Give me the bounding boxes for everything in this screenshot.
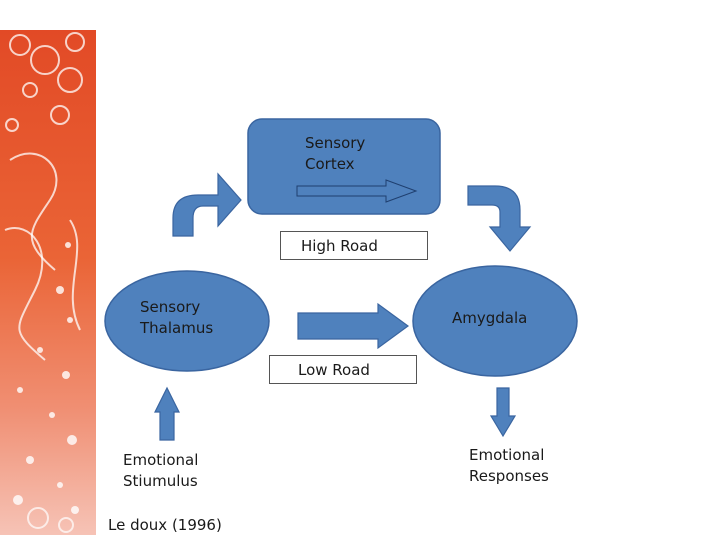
low-road-arrow-icon [297,302,410,350]
sensory-thalamus-label-line-1: Sensory [140,298,201,316]
stimulus-up-arrow-icon [154,386,180,441]
sensory-thalamus-label: Sensory Thalamus [140,297,213,339]
emotional-stimulus-label: Emotional Stiumulus [123,450,198,492]
sensory-thalamus-node [104,270,270,372]
amygdala-label: Amygdala [452,309,528,327]
curved-up-right-arrow-icon [172,172,242,237]
high-road-label: High Road [280,231,428,260]
emotional-responses-label-line-2: Responses [469,467,549,485]
low-road-label: Low Road [269,355,417,384]
emotional-stimulus-label-line-1: Emotional [123,451,199,469]
sensory-cortex-label-line-1: Sensory [305,134,366,152]
emotional-stimulus-label-line-2: Stiumulus [123,472,198,490]
amygdala-node [412,265,578,377]
sensory-cortex-label: Sensory Cortex [305,133,365,175]
cortex-right-arrow-icon [296,179,418,203]
emotional-responses-label-line-1: Emotional [469,446,545,464]
decorative-floral-banner [0,30,96,535]
emotional-responses-label: Emotional Responses [469,445,549,487]
curved-right-down-arrow-icon [467,185,532,252]
citation: Le doux (1996) [108,516,222,534]
sensory-cortex-label-line-2: Cortex [305,155,355,173]
sensory-thalamus-label-line-2: Thalamus [140,319,214,337]
responses-down-arrow-icon [489,387,517,438]
